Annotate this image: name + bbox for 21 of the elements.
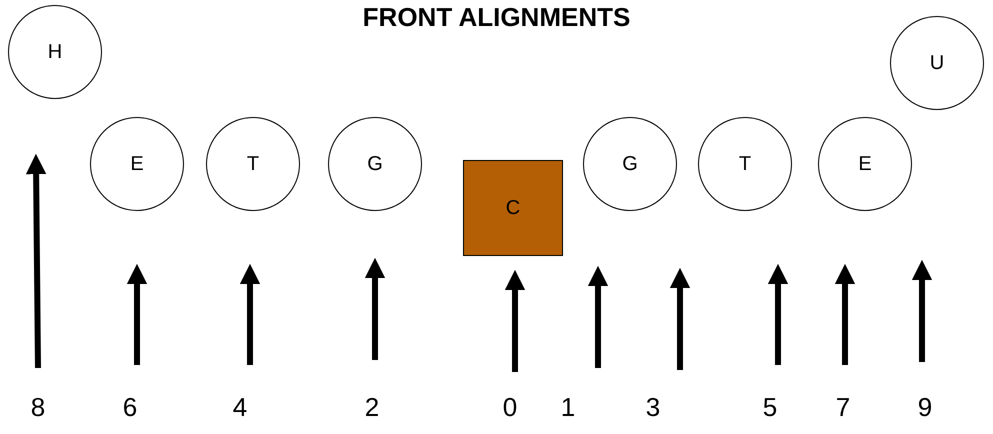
player-square (463, 160, 563, 256)
gap-number: 2 (364, 392, 380, 423)
player-letter: E (130, 152, 144, 176)
title: FRONT ALIGNMENTS (362, 2, 632, 33)
player-letter: G (367, 152, 383, 176)
gap-number: 6 (122, 392, 138, 423)
gap-number: 0 (502, 392, 518, 423)
player-letter: C (506, 196, 520, 220)
player-letter: E (858, 152, 872, 176)
player-letter: H (48, 40, 62, 64)
gap-number: 7 (836, 392, 850, 423)
gap-number: 4 (232, 392, 248, 423)
gap-number: 9 (918, 392, 932, 423)
player-letter: G (622, 152, 638, 176)
player-letter: T (246, 152, 260, 176)
gap-number: 5 (762, 392, 778, 423)
gap-number: 3 (646, 392, 660, 423)
player-letter: T (738, 152, 752, 176)
gap-number: 1 (560, 392, 576, 423)
player-letter: U (930, 52, 944, 74)
gap-number: 8 (30, 392, 46, 423)
